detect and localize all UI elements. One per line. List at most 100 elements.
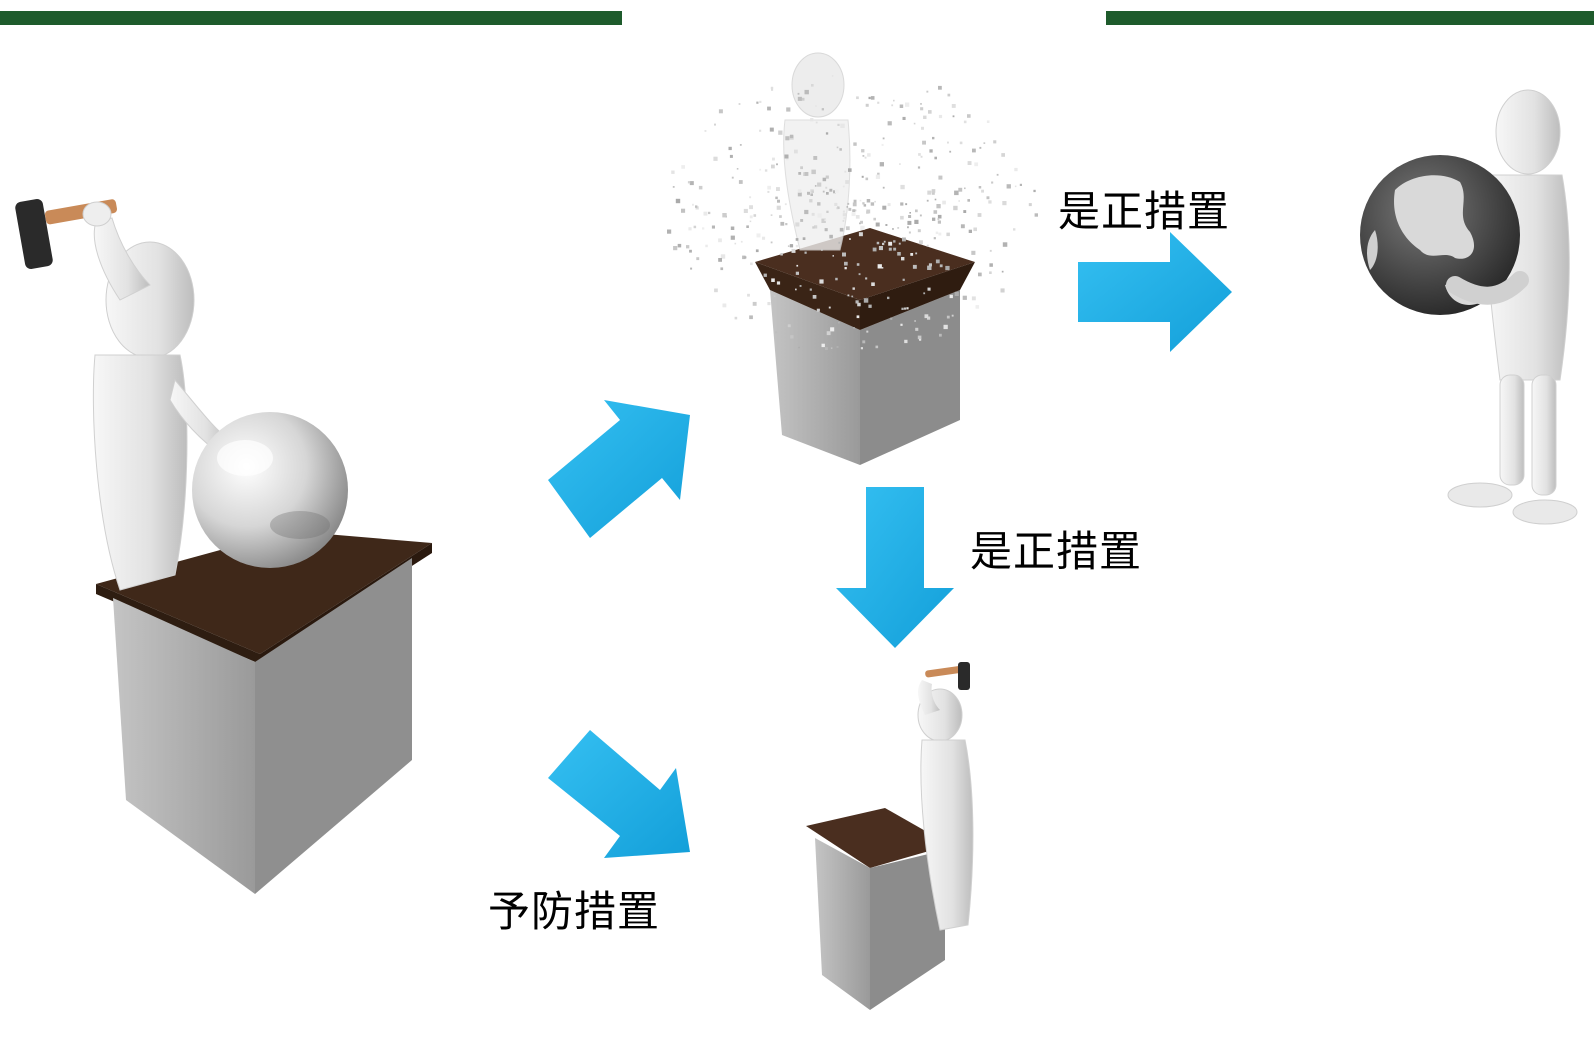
particle <box>958 200 960 202</box>
particle <box>963 210 967 213</box>
particle <box>815 105 817 107</box>
particle <box>795 222 800 227</box>
particle <box>989 271 992 274</box>
particle <box>971 296 976 301</box>
particle <box>917 166 921 169</box>
particle <box>934 156 937 160</box>
particle <box>730 235 735 240</box>
particle <box>770 214 773 216</box>
particle <box>749 196 752 199</box>
particle <box>983 142 986 144</box>
particle <box>836 346 839 348</box>
particle <box>893 247 897 251</box>
particle <box>749 215 753 219</box>
particle <box>749 315 753 320</box>
particle <box>779 215 782 218</box>
particle <box>935 259 940 264</box>
particle <box>937 220 941 224</box>
particle <box>978 186 982 189</box>
particle <box>804 209 809 215</box>
particle <box>996 173 999 176</box>
particle <box>787 245 790 247</box>
particle <box>952 115 955 118</box>
particle <box>811 169 816 175</box>
label-preventive-action: 予防措置 <box>488 887 661 936</box>
particle <box>797 92 800 95</box>
particle <box>949 150 952 153</box>
particle <box>749 205 753 210</box>
particle <box>714 123 716 126</box>
particle <box>836 146 839 149</box>
particle <box>703 211 708 216</box>
particle <box>785 136 790 141</box>
particle <box>828 306 831 309</box>
particle <box>771 164 775 169</box>
desk-medium <box>755 228 975 465</box>
particle <box>689 249 692 253</box>
particle <box>870 202 875 206</box>
particle <box>923 115 927 119</box>
particle <box>859 199 862 202</box>
scene-globe <box>1360 89 1578 525</box>
particle <box>1001 153 1005 157</box>
particle <box>915 209 918 213</box>
particle <box>926 244 929 247</box>
particle <box>854 209 857 212</box>
particle <box>795 238 799 241</box>
particle <box>967 199 970 202</box>
particle <box>693 225 697 229</box>
particle <box>844 267 847 270</box>
particle <box>991 181 994 184</box>
particle <box>926 199 929 202</box>
particle <box>804 89 809 95</box>
particle <box>939 264 943 268</box>
scene-shatter <box>667 52 1038 465</box>
particle <box>870 96 875 100</box>
particle <box>800 219 804 222</box>
particle <box>843 217 846 220</box>
particle <box>873 217 876 221</box>
particle <box>883 240 886 243</box>
hammer-icon-small <box>925 662 970 690</box>
particle <box>967 161 972 165</box>
particle <box>891 104 894 107</box>
particle <box>1013 228 1016 231</box>
particle <box>972 148 976 153</box>
particle <box>819 279 824 284</box>
particle <box>908 215 912 218</box>
particle <box>838 321 840 324</box>
particle <box>934 198 937 201</box>
particle <box>852 287 855 290</box>
particle <box>918 153 921 156</box>
particle <box>947 93 951 97</box>
arrow-up-right <box>548 400 690 538</box>
particle <box>842 220 845 222</box>
particle <box>866 330 869 333</box>
particle <box>902 237 906 242</box>
particle <box>902 116 906 120</box>
particle <box>862 155 865 157</box>
particle <box>826 331 831 336</box>
particle <box>856 263 860 266</box>
particle <box>960 224 965 229</box>
particle <box>986 196 990 200</box>
particle <box>722 303 727 308</box>
particle <box>770 241 773 244</box>
particle <box>951 104 956 108</box>
particle <box>951 314 954 317</box>
particle <box>729 154 733 158</box>
particle <box>842 185 845 188</box>
particle <box>756 233 761 238</box>
particle <box>817 213 822 218</box>
particle <box>897 227 900 229</box>
particle <box>814 185 817 187</box>
particle <box>928 263 932 267</box>
particle <box>798 172 802 175</box>
particle <box>979 146 982 149</box>
particle <box>1002 201 1007 206</box>
particle <box>750 262 753 266</box>
particle <box>801 97 805 101</box>
particle <box>900 202 904 206</box>
desk-large <box>96 531 432 894</box>
